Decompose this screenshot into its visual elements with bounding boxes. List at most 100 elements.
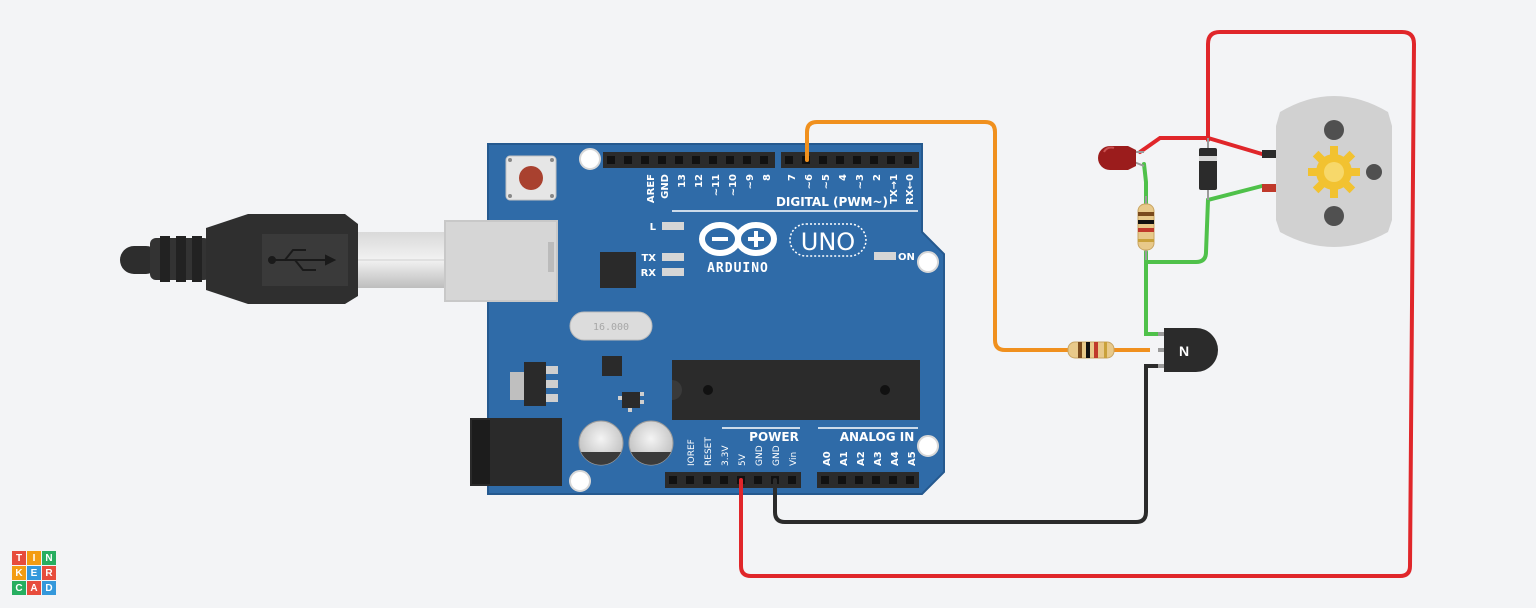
mounting-hole [917, 435, 939, 457]
usb-cable[interactable] [120, 214, 446, 304]
digital-pin-label: TX→1 [889, 174, 900, 204]
smd-component [618, 392, 644, 412]
digital-pin-label: 7 [787, 174, 798, 181]
header-pin-hole[interactable] [675, 156, 683, 164]
power-pin-label: GND [755, 445, 765, 466]
wire-black[interactable] [773, 364, 1162, 524]
arduino-logo: ARDUINO UNO [699, 222, 867, 276]
header-pin-hole[interactable] [785, 156, 793, 164]
red-led[interactable] [1098, 146, 1145, 170]
digital-pin-label: ~5 [821, 174, 832, 189]
header-pin-hole[interactable] [870, 156, 878, 164]
power-pin-label: Vin [789, 452, 799, 466]
resistor-base[interactable] [1067, 341, 1115, 359]
capacitor [628, 420, 674, 466]
header-pin-hole[interactable] [836, 156, 844, 164]
logo-letter: R [42, 566, 56, 580]
usb-symbol-icon [268, 249, 337, 271]
header-pin-hole[interactable] [889, 476, 897, 484]
analog-pin-label: A2 [856, 451, 867, 466]
header-pin-hole[interactable] [658, 156, 666, 164]
mounting-hole [569, 470, 591, 492]
analog-section-label: ANALOG IN [840, 430, 915, 444]
header-pin-hole[interactable] [720, 476, 728, 484]
header-pin-hole[interactable] [641, 156, 649, 164]
capacitor [578, 420, 624, 466]
analog-pin-label: A1 [839, 451, 850, 466]
logo-letter: I [27, 551, 41, 565]
digital-pin-label: 12 [694, 174, 705, 188]
digital-pin-label: ~9 [745, 174, 756, 189]
small-chip [602, 356, 622, 376]
power-pin-label: IOREF [687, 439, 697, 466]
mounting-hole [579, 148, 601, 170]
header-pin-hole[interactable] [669, 476, 677, 484]
led-rx-indicator: RX [641, 268, 684, 279]
arduino-uno-board[interactable]: 16.000 [444, 143, 945, 495]
header-pin-hole[interactable] [855, 476, 863, 484]
wire-red[interactable] [739, 30, 1417, 578]
svg-text:ON: ON [898, 252, 915, 263]
dc-power-jack [470, 418, 562, 486]
header-pin-hole[interactable] [703, 476, 711, 484]
digital-header[interactable] [603, 152, 919, 168]
wire-orange[interactable] [805, 120, 1150, 352]
gear-icon [1308, 146, 1360, 198]
reset-button[interactable] [505, 155, 557, 201]
header-pin-hole[interactable] [726, 156, 734, 164]
led-on-indicator: ON [874, 252, 915, 263]
led-tx-indicator: TX [641, 253, 684, 264]
header-pin-hole[interactable] [906, 476, 914, 484]
svg-text:16.000: 16.000 [593, 322, 629, 333]
digital-pin-label: 8 [762, 174, 773, 181]
header-pin-hole[interactable] [686, 476, 694, 484]
header-pin-hole[interactable] [754, 476, 762, 484]
power-header[interactable] [665, 472, 919, 488]
logo-letter: N [42, 551, 56, 565]
svg-text:TX: TX [641, 253, 656, 264]
analog-pin-label: A0 [822, 451, 833, 466]
power-section-label: POWER [749, 430, 799, 444]
svg-text:L: L [650, 222, 657, 233]
digital-pin-label: RX←0 [905, 174, 916, 205]
logo-letter: C [12, 581, 26, 595]
npn-transistor[interactable]: N [1158, 328, 1218, 372]
diode[interactable] [1199, 138, 1217, 200]
header-pin-hole[interactable] [821, 476, 829, 484]
header-pin-hole[interactable] [904, 156, 912, 164]
header-pin-hole[interactable] [760, 156, 768, 164]
model-label: UNO [801, 228, 855, 256]
usb-chip [600, 252, 636, 288]
header-pin-hole[interactable] [709, 156, 717, 164]
header-pin-hole[interactable] [838, 476, 846, 484]
header-pin-hole[interactable] [853, 156, 861, 164]
mounting-hole [917, 251, 939, 273]
header-pin-hole[interactable] [872, 476, 880, 484]
voltage-regulator [510, 362, 558, 406]
header-pin-hole[interactable] [624, 156, 632, 164]
power-pin-label: 3.3V [721, 445, 731, 466]
digital-pin-label: ~10 [728, 174, 739, 196]
dc-motor[interactable] [1262, 96, 1392, 247]
digital-section-label: DIGITAL (PWM~) [776, 195, 888, 209]
digital-pin-label: ~3 [855, 174, 866, 189]
header-pin-hole[interactable] [607, 156, 615, 164]
header-pin-hole[interactable] [692, 156, 700, 164]
led-l-indicator: L [650, 222, 684, 233]
crystal-oscillator: 16.000 [569, 311, 653, 341]
header-pin-hole[interactable] [788, 476, 796, 484]
header-pin-hole[interactable] [887, 156, 895, 164]
logo-letter: T [12, 551, 26, 565]
analog-pin-label: A5 [907, 451, 918, 466]
logo-letter: A [27, 581, 41, 595]
digital-pin-label: 13 [677, 174, 688, 188]
resistor-led[interactable] [1137, 196, 1155, 260]
header-pin-hole[interactable] [743, 156, 751, 164]
logo-letter: K [12, 566, 26, 580]
header-pin-hole[interactable] [819, 156, 827, 164]
